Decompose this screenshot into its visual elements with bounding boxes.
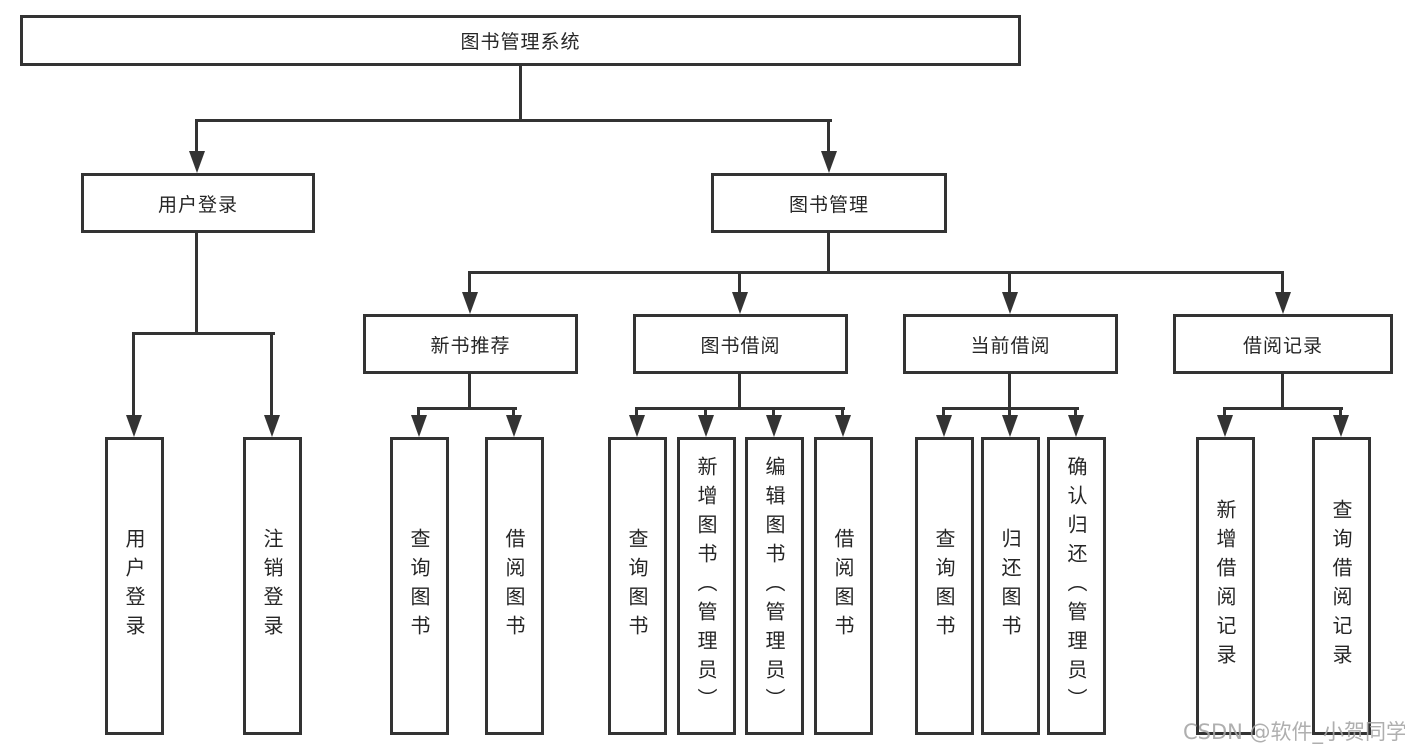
arrow-down-icon [126,415,142,437]
arrow-down-icon [766,415,782,437]
node-leaf-add-borrow-record-label: 新增借阅记录 [1213,499,1237,673]
node-new-book-rec-label: 新书推荐 [430,334,511,357]
arrow-down-icon [1002,415,1018,437]
arrow-down-icon [506,415,522,437]
arrow-down-icon [835,415,851,437]
arrow-down-icon [411,415,427,437]
arrow-down-icon [1002,292,1018,314]
node-leaf-return-book-label: 归还图书 [998,528,1022,644]
arrow-down-icon [732,292,748,314]
connector-book-mgmt-rail [470,271,1284,274]
connector-drop [704,407,707,417]
node-leaf-edit-book-admin-label: 编辑图书（管理员） [762,455,786,717]
arrow-down-icon [1217,415,1233,437]
arrow-down-icon [264,415,280,437]
connector-drop-leaf-user-login [132,332,135,417]
watermark: CSDN @软件_小贺同学 [1183,720,1405,744]
node-leaf-confirm-return-admin: 确认归还（管理员） [1047,437,1106,735]
connector-drop [1074,407,1077,417]
connector-drop [772,407,775,417]
connector-drop-book-borrow [738,271,741,294]
arrow-down-icon [936,415,952,437]
connector-user-login-stem [195,231,198,335]
node-leaf-query-book-current: 查询图书 [915,437,974,735]
node-book-borrow: 图书借阅 [633,314,848,374]
node-current-borrow: 当前借阅 [903,314,1118,374]
node-leaf-borrow-book-rec: 借阅图书 [485,437,544,735]
connector-new-book-rec-rail [417,407,517,410]
connector-drop-new-book-rec [468,271,471,294]
node-leaf-query-book-rec: 查询图书 [390,437,449,735]
connector-book-mgmt-stem [827,231,830,274]
node-library-system: 图书管理系统 [20,15,1021,66]
node-leaf-add-book-admin: 新增图书（管理员） [677,437,736,735]
connector-drop [635,407,638,417]
connector-user-login-rail [134,332,275,335]
node-library-system-label: 图书管理系统 [460,31,581,53]
node-leaf-user-login: 用户登录 [105,437,164,735]
node-leaf-borrow-book-rec-label: 借阅图书 [502,528,526,644]
node-new-book-rec: 新书推荐 [363,314,578,374]
connector-drop [1223,407,1226,417]
connector-book-borrow-rail [635,407,845,410]
arrow-down-icon [821,151,837,173]
node-leaf-query-book-borrow-label: 查询图书 [625,528,649,644]
connector-borrow-records-stem [1281,372,1284,410]
arrow-down-icon [462,292,478,314]
node-book-borrow-label: 图书借阅 [700,334,781,357]
node-leaf-query-book-borrow: 查询图书 [608,437,667,735]
connector-drop-leaf-logout [270,332,273,417]
node-leaf-query-book-rec-label: 查询图书 [407,528,431,644]
connector-book-borrow-stem [738,372,741,410]
node-leaf-add-borrow-record: 新增借阅记录 [1196,437,1255,735]
node-leaf-query-borrow-record-label: 查询借阅记录 [1329,499,1353,673]
node-leaf-confirm-return-admin-label: 确认归还（管理员） [1064,455,1088,717]
node-user-login-label: 用户登录 [157,193,238,216]
node-user-login: 用户登录 [81,173,315,233]
node-leaf-logout: 注销登录 [243,437,302,735]
connector-drop-current-borrow [1008,271,1011,294]
node-leaf-borrow-book-borrow-label: 借阅图书 [831,528,855,644]
node-leaf-logout-label: 注销登录 [260,528,284,644]
node-book-mgmt: 图书管理 [711,173,947,233]
node-borrow-records: 借阅记录 [1173,314,1393,374]
arrow-down-icon [189,151,205,173]
node-leaf-query-borrow-record: 查询借阅记录 [1312,437,1371,735]
arrow-down-icon [629,415,645,437]
node-leaf-return-book: 归还图书 [981,437,1040,735]
node-book-mgmt-label: 图书管理 [788,193,869,216]
connector-drop-user-login [195,119,198,153]
connector-drop [942,407,945,417]
connector-root-stem [519,64,522,122]
arrow-down-icon [1333,415,1349,437]
connector-drop-book-mgmt [827,119,830,153]
connector-borrow-records-rail [1223,407,1343,410]
node-leaf-borrow-book-borrow: 借阅图书 [814,437,873,735]
connector-root-rail [197,119,832,122]
connector-new-book-rec-stem [468,372,471,410]
arrow-down-icon [1068,415,1084,437]
connector-drop [1339,407,1342,417]
node-borrow-records-label: 借阅记录 [1242,334,1323,357]
connector-drop [417,407,420,417]
node-leaf-user-login-label: 用户登录 [122,528,146,644]
connector-current-borrow-stem [1008,372,1011,410]
connector-drop [841,407,844,417]
node-leaf-query-book-current-label: 查询图书 [932,528,956,644]
arrow-down-icon [698,415,714,437]
arrow-down-icon [1275,292,1291,314]
node-leaf-edit-book-admin: 编辑图书（管理员） [745,437,804,735]
connector-drop [1008,407,1011,417]
connector-drop [512,407,515,417]
node-current-borrow-label: 当前借阅 [970,334,1051,357]
node-leaf-add-book-admin-label: 新增图书（管理员） [694,455,718,717]
connector-drop-borrow-records [1281,271,1284,294]
